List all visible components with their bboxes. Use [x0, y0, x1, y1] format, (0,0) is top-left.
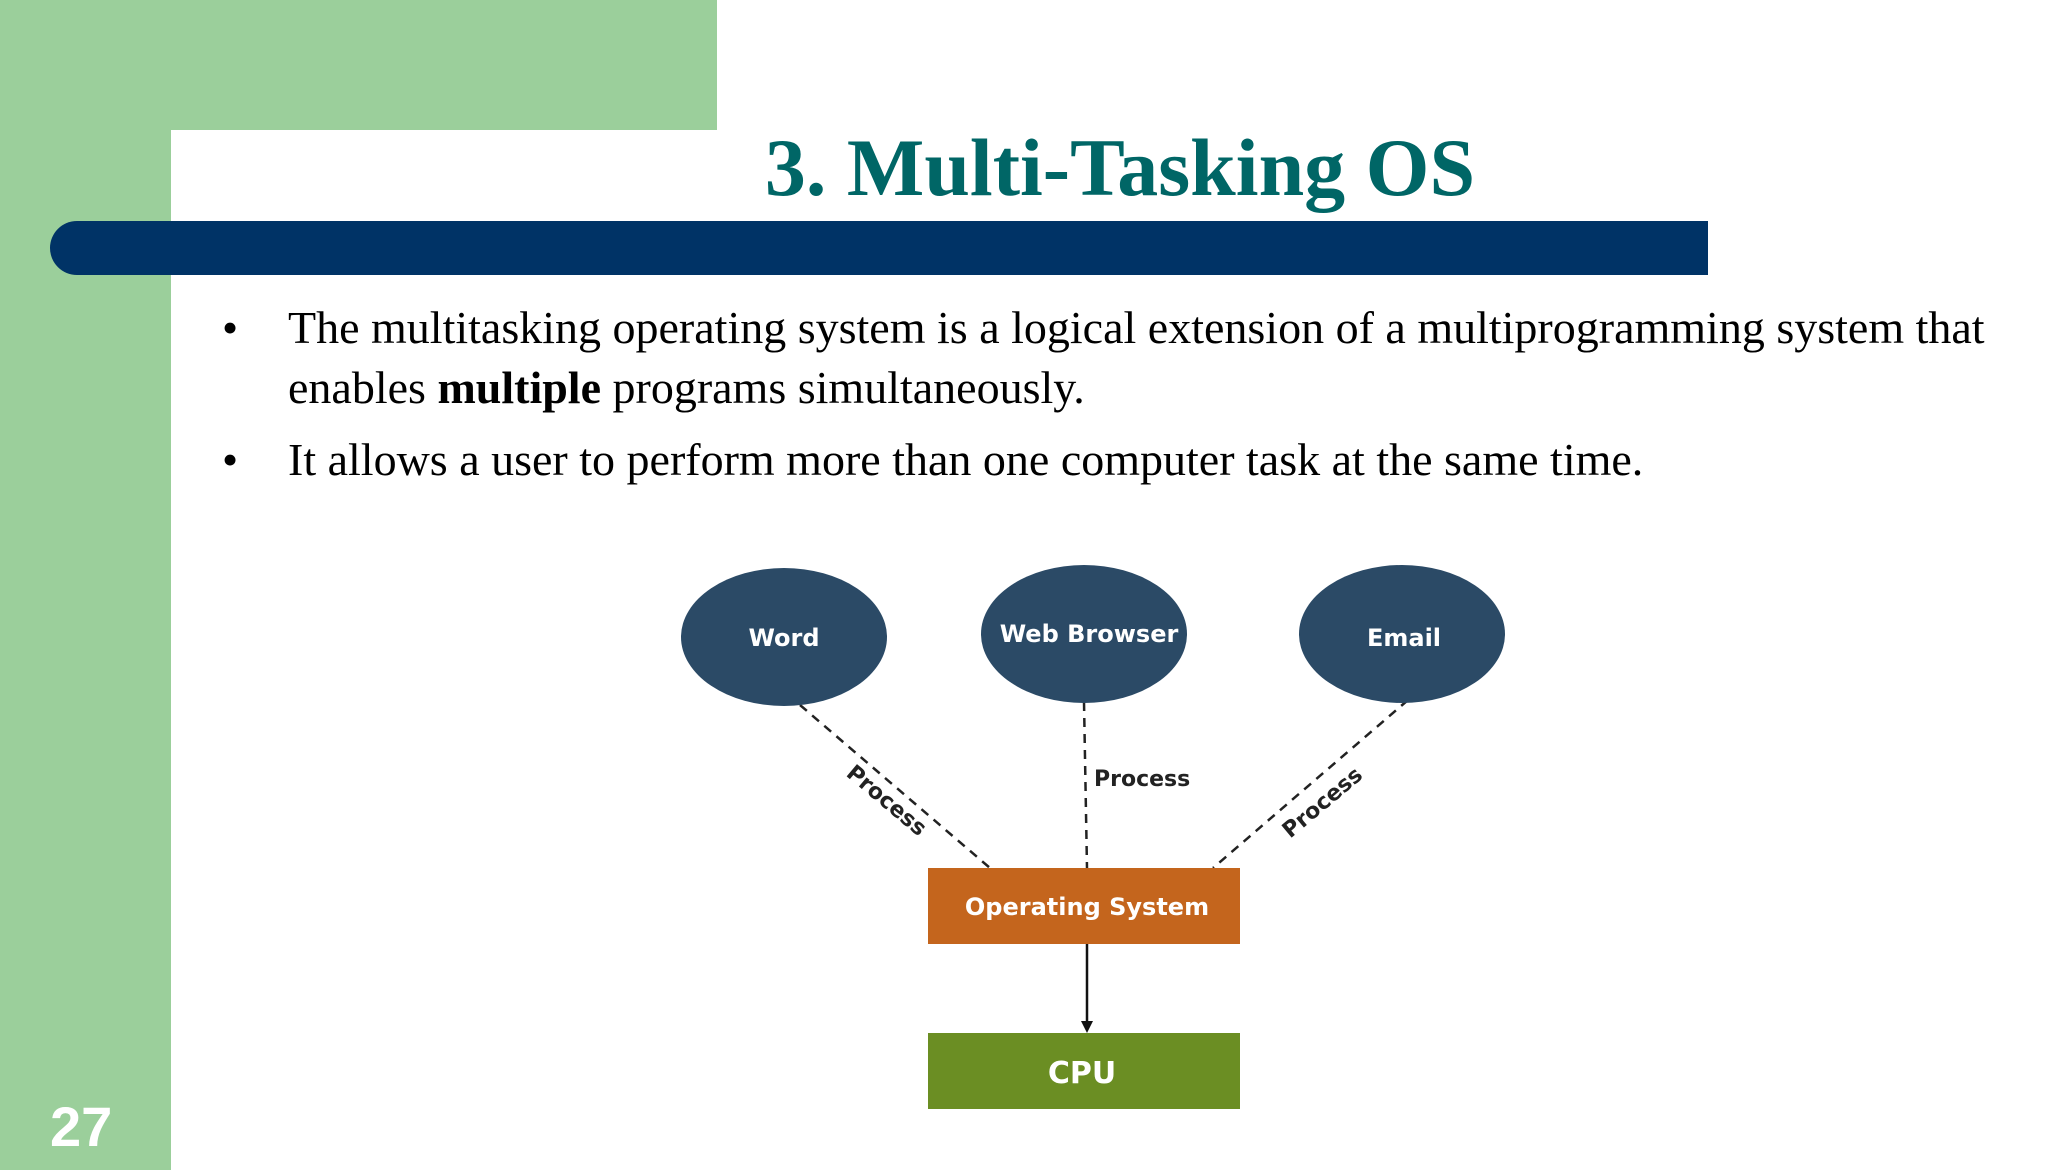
bullet-marker: • [222, 434, 239, 485]
slide-title: 3. Multi-Tasking OS [764, 122, 1476, 213]
bullet-item: • It allows a user to perform more than … [222, 430, 2048, 490]
edge-label-word: Process [841, 761, 931, 842]
bullet-marker: • [222, 302, 239, 353]
bullet-list: • The multitasking operating system is a… [222, 298, 2048, 502]
node-word: Word [681, 568, 887, 706]
bullet-item: • The multitasking operating system is a… [222, 298, 2048, 418]
cpu-box: CPU [928, 1033, 1240, 1109]
bullet-emphasis: multiple [437, 362, 601, 413]
edge-label-web-browser: Process [1094, 767, 1190, 792]
bullet-text-end: programs simultaneously. [601, 362, 1085, 413]
os-box: Operating System [928, 868, 1240, 944]
bullet-text: It allows a user to perform more than on… [288, 434, 1644, 485]
page-number: 27 [50, 1095, 113, 1158]
connector-email [1212, 699, 1409, 869]
cpu-label: CPU [1048, 1056, 1116, 1091]
title-underline-bar [50, 221, 1708, 275]
node-label-word: Word [748, 624, 819, 652]
side-panel-left [0, 0, 171, 1170]
node-web-browser: Web Browser [981, 565, 1187, 703]
node-label-email: Email [1367, 624, 1441, 652]
node-email: Email [1299, 565, 1505, 703]
bullet-text: The multitasking operating system is a l… [288, 302, 1985, 413]
connector-word [799, 704, 991, 869]
connector-web-browser [1082, 701, 1089, 869]
os-label: Operating System [965, 893, 1209, 921]
node-label-web-browser: Web Browser [1000, 620, 1179, 648]
